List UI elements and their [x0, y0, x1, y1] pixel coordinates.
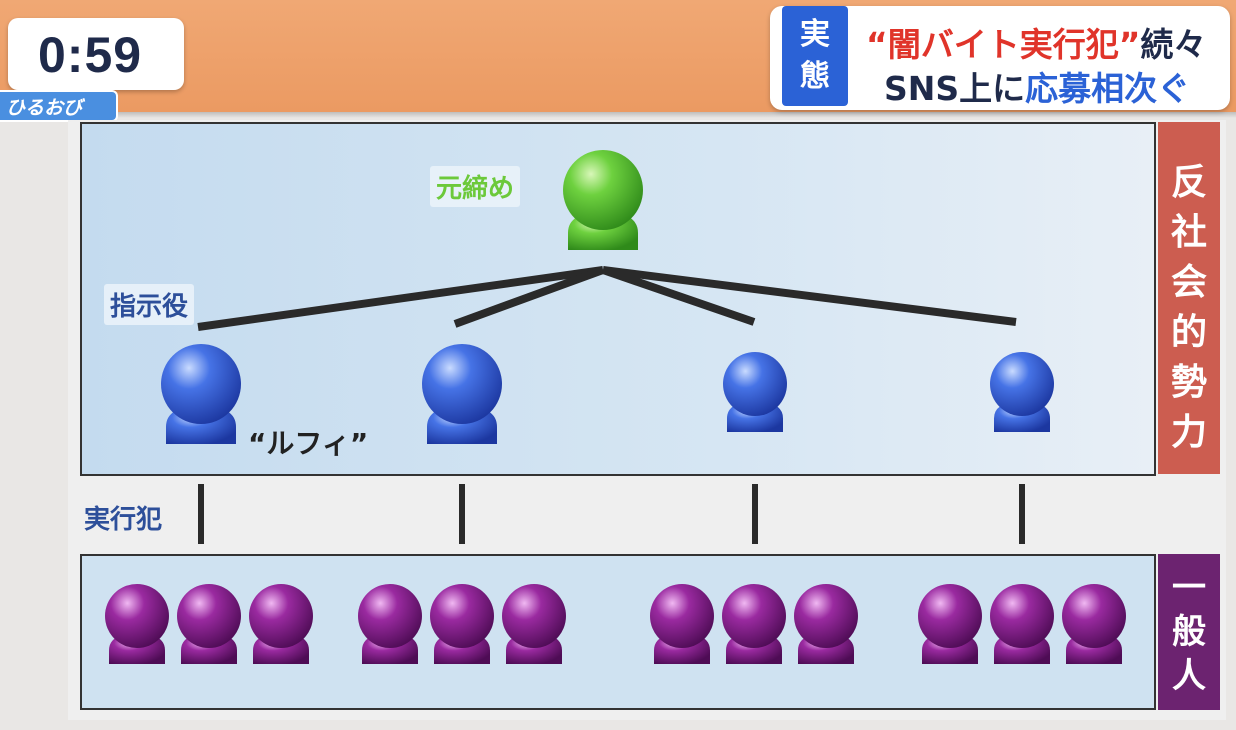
general-public-figure: [249, 584, 313, 664]
headline-quote: “闇バイト実行犯”: [866, 25, 1141, 64]
boss-link-line: [197, 266, 604, 331]
boss-link-line: [453, 266, 605, 328]
headline-tag: 実 態: [782, 6, 848, 106]
tag-char: 的: [1170, 312, 1207, 353]
instructor-figure: [161, 344, 241, 444]
boss-link-line: [601, 266, 756, 326]
tag-char: 態: [800, 59, 830, 94]
general-public-figure: [358, 584, 422, 664]
boss-label: 元締め: [430, 166, 521, 207]
tag-char: 反: [1170, 162, 1207, 203]
tag-char: 勢: [1170, 362, 1207, 403]
general-public-figure: [430, 584, 494, 664]
anti-social-tag: 反 社 会 的 勢 力: [1158, 122, 1220, 474]
headline-box: 実 態 “闇バイト実行犯”続々 SNS上に応募相次ぐ: [770, 6, 1230, 110]
show-logo: ひるおび: [0, 90, 118, 122]
tag-char: 会: [1170, 262, 1207, 303]
tag-char: 般: [1172, 612, 1206, 652]
tag-char: 一: [1172, 568, 1206, 608]
headline-line1: “闇バイト実行犯”続々: [866, 18, 1206, 66]
tag-char: 力: [1170, 412, 1207, 453]
general-public-figure: [105, 584, 169, 664]
headline-prefix: SNS上に: [884, 69, 1026, 108]
general-public-tag: 一 般 人: [1158, 554, 1220, 710]
tag-char: 社: [1170, 212, 1207, 253]
boss-link-line: [602, 266, 1017, 326]
instructor-figure: [723, 352, 787, 432]
boss-figure: [563, 150, 643, 250]
instructor-figure: [422, 344, 502, 444]
general-public-figure: [918, 584, 982, 664]
tag-char: 実: [800, 17, 830, 52]
instructor-label: 指示役: [104, 284, 195, 325]
clock-box: 0:59: [8, 18, 184, 90]
headline-suffix: 続々: [1140, 25, 1207, 64]
headline-line2: SNS上に応募相次ぐ: [884, 62, 1190, 110]
instructor-figure: [990, 352, 1054, 432]
general-public-figure: [794, 584, 858, 664]
general-public-figure: [502, 584, 566, 664]
headline-highlight: 応募相次ぐ: [1025, 69, 1191, 108]
general-public-figure: [1062, 584, 1126, 664]
tag-char: 人: [1172, 656, 1206, 696]
general-public-figure: [177, 584, 241, 664]
general-public-figure: [990, 584, 1054, 664]
executor-label: 実行犯: [84, 505, 163, 535]
general-public-figure: [722, 584, 786, 664]
luffy-label: “ルフィ”: [248, 427, 369, 460]
clock: 0:59: [38, 27, 143, 83]
general-public-figure: [650, 584, 714, 664]
